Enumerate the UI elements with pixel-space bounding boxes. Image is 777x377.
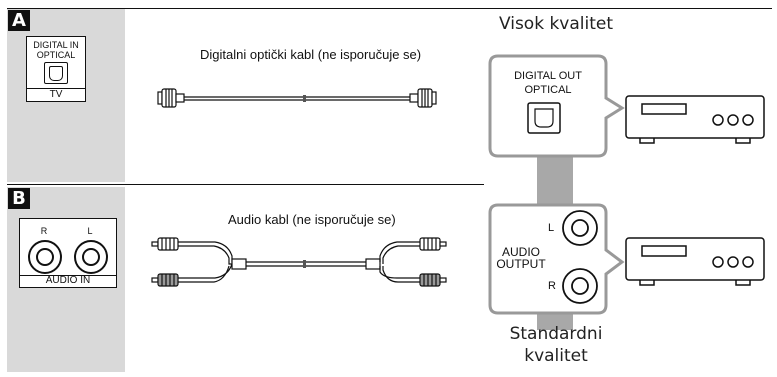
optical-cable-label: Digitalni optički kabl (ne isporučuje se… bbox=[200, 47, 422, 62]
section-b-tag: B bbox=[8, 188, 30, 209]
standard-quality-label-2: kvalitet bbox=[524, 346, 588, 366]
tv-label: TV bbox=[49, 89, 63, 100]
device-a-panel bbox=[488, 54, 625, 158]
tv-optical-port-icon bbox=[44, 62, 68, 84]
tv-port-label-2: OPTICAL bbox=[36, 50, 76, 60]
optical-cable bbox=[157, 88, 437, 108]
device-a-box bbox=[625, 95, 765, 144]
device-b-panel bbox=[488, 203, 625, 315]
standard-quality-label-1: Standardni bbox=[509, 324, 603, 344]
device-b-label-1: AUDIO bbox=[501, 245, 540, 259]
tv-jack-r-icon bbox=[28, 240, 62, 274]
tv-port-label-1: DIGITAL IN bbox=[33, 40, 79, 50]
tv-optical-port-panel: DIGITAL IN OPTICAL TV bbox=[26, 36, 86, 102]
device-b-port-l-label: L bbox=[548, 222, 555, 234]
device-b-port-r-label: R bbox=[548, 280, 556, 292]
audio-in-label: AUDIO IN bbox=[45, 275, 91, 286]
tv-audio-in-panel: R L AUDIO IN bbox=[19, 218, 117, 288]
device-b-label-2: OUTPUT bbox=[496, 257, 546, 271]
device-a-label-1: DIGITAL OUT bbox=[514, 70, 582, 82]
section-divider bbox=[7, 184, 484, 185]
rca-cable bbox=[151, 237, 447, 287]
high-quality-label: Visok kvalitet bbox=[498, 14, 614, 34]
section-a-tag: A bbox=[8, 10, 30, 31]
device-b-box bbox=[625, 237, 765, 286]
tv-port-l-label: L bbox=[87, 226, 93, 236]
top-rule bbox=[7, 8, 772, 9]
device-a-label-2: OPTICAL bbox=[524, 84, 572, 96]
audio-cable-label: Audio kabl (ne isporučuje se) bbox=[228, 212, 396, 227]
tv-jack-l-icon bbox=[74, 240, 108, 274]
tv-port-r-label: R bbox=[40, 226, 48, 236]
